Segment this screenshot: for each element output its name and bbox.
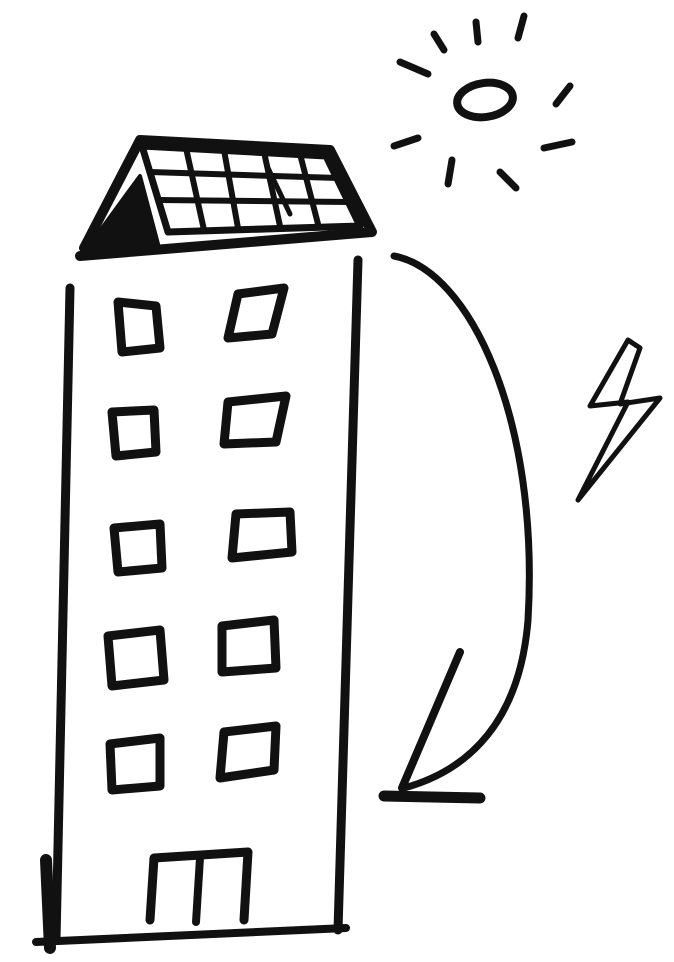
building-ground-line [36, 928, 346, 942]
lightning-outline [578, 340, 660, 500]
arrow-curve [394, 256, 529, 788]
window [110, 738, 160, 790]
window [232, 512, 292, 558]
sun-ray [400, 62, 428, 74]
building-corner-shade [46, 860, 50, 948]
apartment-building-icon [36, 260, 358, 948]
sun-ray [544, 142, 572, 148]
sun-icon [394, 16, 572, 188]
sun-ray [434, 34, 444, 50]
window [108, 630, 164, 686]
sun-ray [556, 86, 570, 104]
arrow-ground [384, 796, 480, 798]
sun-ray [476, 22, 478, 42]
building-right-wall [338, 260, 358, 930]
panel-line [158, 200, 348, 202]
window [224, 396, 286, 444]
panel-line [300, 154, 318, 224]
door-split [196, 858, 200, 922]
panel-line [150, 172, 338, 178]
panel-line [224, 150, 238, 228]
sun-core [455, 79, 515, 120]
sun-ray [448, 160, 452, 184]
panel-line [186, 148, 204, 230]
window [222, 620, 276, 672]
sun-ray [394, 138, 418, 146]
sun-ray [518, 16, 524, 38]
building-left-wall [56, 288, 70, 940]
curved-arrow-icon [384, 256, 529, 798]
window [118, 302, 160, 352]
window [220, 726, 276, 778]
panel-frame [142, 146, 360, 232]
window [228, 288, 284, 338]
lightning-bolt-icon [578, 340, 660, 500]
window [112, 410, 156, 456]
sun-ray [500, 172, 516, 188]
solar-panel-icon [80, 140, 372, 256]
window [114, 524, 162, 572]
